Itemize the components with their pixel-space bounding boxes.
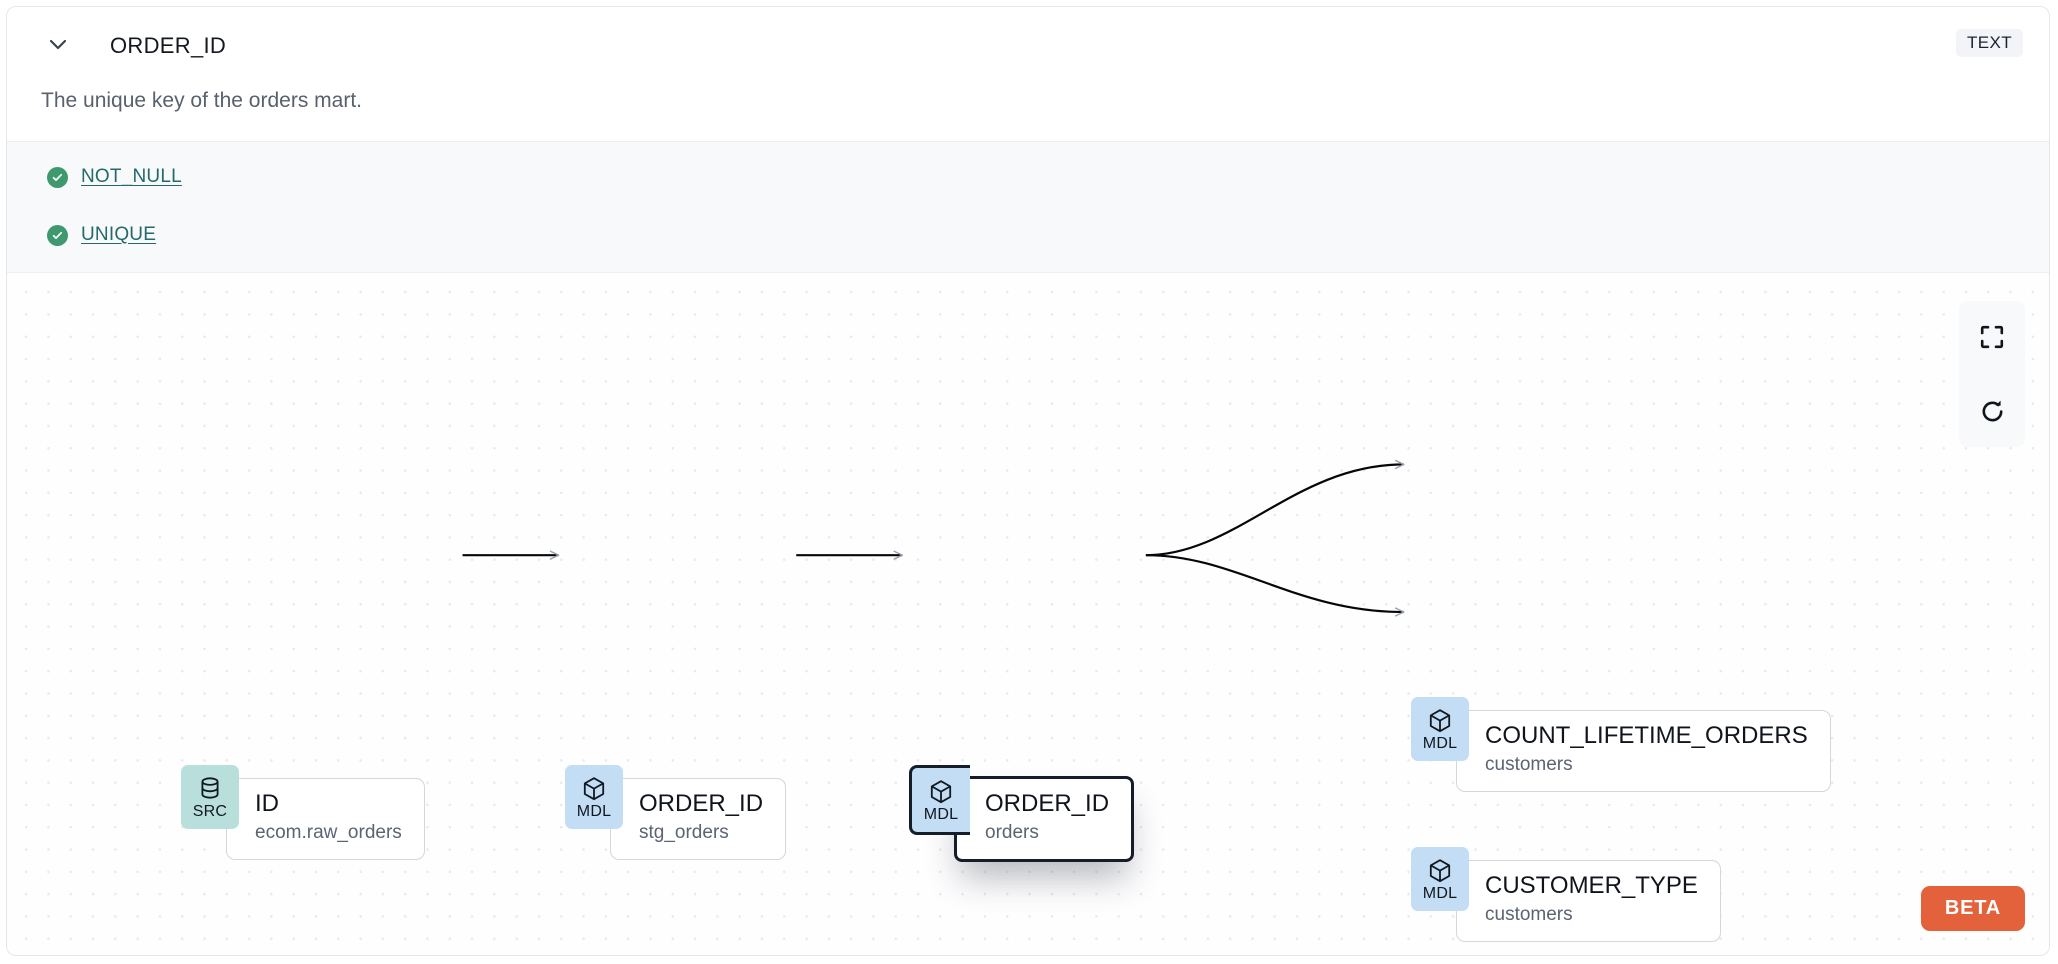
database-icon (201, 776, 219, 799)
lineage-node-stg-orders[interactable]: MDL ORDER_ID stg_orders (565, 765, 787, 860)
cube-icon (1429, 708, 1451, 732)
node-model-name: ecom.raw_orders (255, 822, 402, 844)
lineage-canvas[interactable]: SRC ID ecom.raw_orders MDL ORDER_ID stg_… (7, 273, 2049, 955)
test-row: UNIQUE (47, 221, 156, 249)
refresh-icon (1982, 400, 2002, 421)
node-kind-badge: SRC (181, 765, 239, 829)
cube-icon (583, 776, 605, 800)
node-kind-label: MDL (576, 802, 612, 820)
node-kind-label: MDL (923, 805, 959, 823)
node-kind-label: MDL (1422, 734, 1458, 752)
chevron-down-icon[interactable] (45, 33, 71, 55)
lineage-node-orders-selected[interactable]: MDL ORDER_ID orders (909, 765, 1135, 862)
edge-orders-count (1145, 459, 1405, 557)
edge-orders-customer-type (1145, 554, 1405, 617)
node-model-name: customers (1485, 904, 1573, 926)
node-body: ID ecom.raw_orders (226, 778, 425, 860)
node-column-name: CUSTOMER_TYPE (1485, 872, 1698, 899)
lineage-node-src[interactable]: SRC ID ecom.raw_orders (181, 765, 425, 860)
canvas-toolbar (1959, 301, 2025, 447)
refresh-button[interactable] (1959, 375, 2025, 447)
node-kind-badge: MDL (565, 765, 623, 829)
lineage-node-count-lifetime-orders[interactable]: MDL COUNT_LIFETIME_ORDERS customers (1411, 697, 1831, 792)
node-kind-badge: MDL (1411, 847, 1469, 911)
column-detail-panel: ORDER_ID TEXT The unique key of the orde… (6, 6, 2050, 956)
node-body: ORDER_ID orders (954, 776, 1135, 862)
check-circle-icon (47, 224, 68, 246)
fit-view-icon (1980, 325, 2004, 349)
node-column-name: ID (255, 790, 279, 817)
beta-badge[interactable]: BETA (1920, 886, 2025, 931)
test-row: NOT_NULL (47, 163, 182, 191)
cube-icon (930, 779, 952, 803)
node-kind-label: MDL (1422, 884, 1458, 902)
node-model-name: orders (985, 822, 1039, 844)
test-link-unique[interactable]: UNIQUE (81, 224, 157, 245)
node-model-name: stg_orders (639, 822, 729, 844)
page-title: ORDER_ID (110, 33, 227, 58)
node-column-name: ORDER_ID (639, 790, 764, 817)
node-model-name: customers (1485, 754, 1573, 776)
node-kind-badge: MDL (909, 765, 970, 835)
fit-view-button[interactable] (1959, 301, 2025, 373)
node-kind-badge: MDL (1411, 697, 1469, 761)
tests-section: NOT_NULL UNIQUE (7, 141, 2049, 273)
node-body: CUSTOMER_TYPE customers (1456, 860, 1721, 942)
column-description: The unique key of the orders mart. (41, 89, 362, 112)
test-link-not-null[interactable]: NOT_NULL (81, 166, 182, 187)
node-column-name: ORDER_ID (985, 790, 1110, 817)
node-column-name: COUNT_LIFETIME_ORDERS (1485, 722, 1808, 749)
node-body: COUNT_LIFETIME_ORDERS customers (1456, 710, 1831, 792)
data-type-badge: TEXT (1955, 29, 2023, 57)
cube-icon (1429, 858, 1451, 882)
panel-header: ORDER_ID TEXT The unique key of the orde… (7, 7, 2049, 112)
check-circle-icon (47, 166, 68, 188)
node-kind-label: SRC (192, 802, 228, 820)
node-body: ORDER_ID stg_orders (610, 778, 787, 860)
lineage-node-customer-type[interactable]: MDL CUSTOMER_TYPE customers (1411, 847, 1721, 942)
